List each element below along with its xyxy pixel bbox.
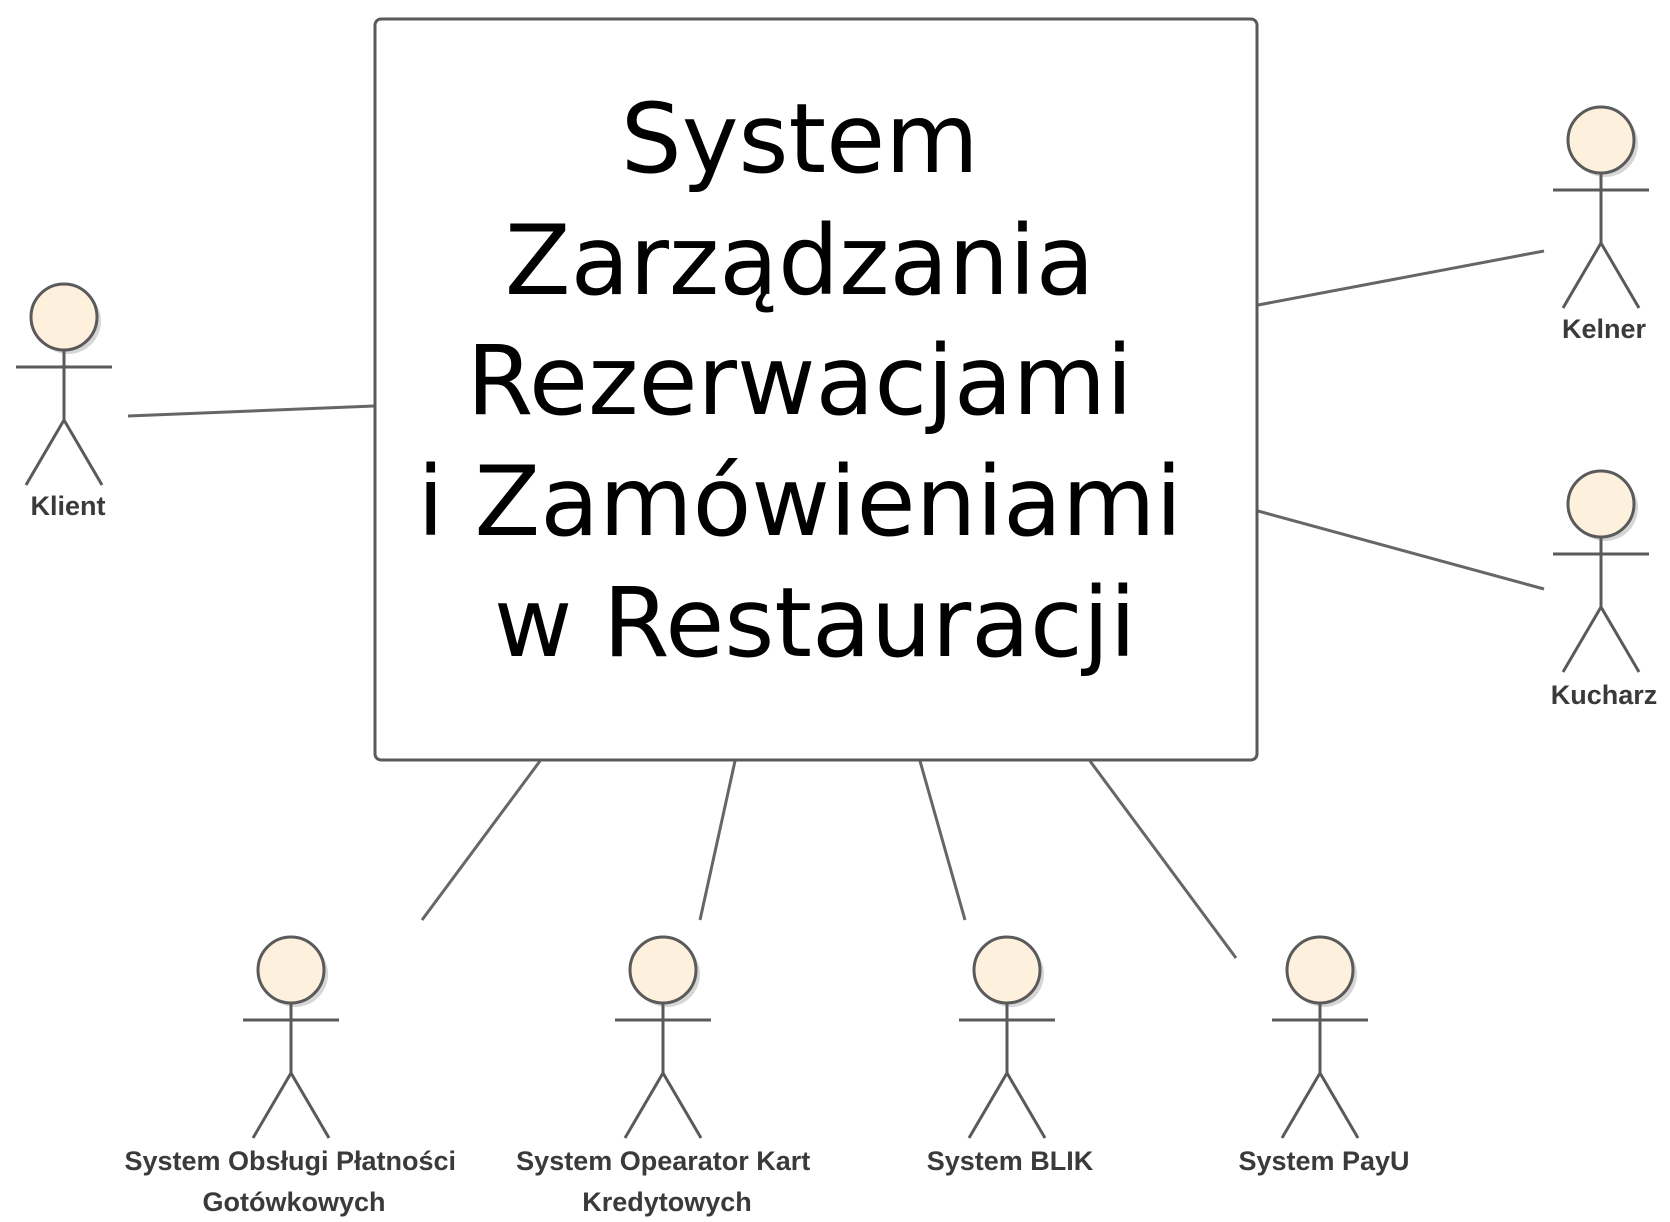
association-kelner: [1257, 249, 1545, 307]
actor-system-payu: System PayU: [1238, 935, 1410, 1176]
actor-icon: [1551, 469, 1651, 674]
system-title: System Zarządzania Rezerwacjami i Zamówi…: [417, 83, 1212, 679]
system-title-line-1: System: [621, 83, 979, 195]
system-title-line-4: i Zamówieniami: [417, 446, 1182, 558]
actor-kucharz: Kucharz: [1551, 469, 1658, 710]
actor-label: System PayU: [1238, 1146, 1409, 1176]
actor-icon: [957, 935, 1057, 1140]
association-system-gotowka: [420, 760, 542, 921]
actor-label: Klient: [30, 491, 105, 521]
actor-icon: [1270, 935, 1370, 1140]
actor-label: System BLIK: [927, 1146, 1094, 1176]
actor-system-gotowka: System Obsługi Płatności Gotówkowych: [124, 935, 463, 1217]
associations: [127, 249, 1545, 959]
actor-icon: [1551, 105, 1651, 310]
association-system-blik: [918, 760, 967, 921]
actor-icon: [613, 935, 713, 1140]
system-title-line-2: Zarządzania: [505, 205, 1095, 317]
association-system-payu: [1088, 760, 1238, 959]
actor-label: System Obsługi Płatności Gotówkowych: [124, 1146, 463, 1217]
system-box: [373, 17, 1259, 762]
actor-icon: [14, 282, 114, 487]
association-klient: [127, 404, 375, 418]
actor-icon: [241, 935, 341, 1140]
actor-system-karty: System Opearator Kart Kredytowych: [516, 935, 818, 1217]
actor-label: Kucharz: [1551, 680, 1658, 710]
system-boundary: System Zarządzania Rezerwacjami i Zamówi…: [373, 17, 1259, 762]
system-title-line-3: Rezerwacjami: [467, 325, 1133, 437]
actor-label: Kelner: [1562, 314, 1647, 344]
actor-kelner: Kelner: [1551, 105, 1651, 344]
actor-system-blik: System BLIK: [927, 935, 1094, 1176]
association-kucharz: [1257, 509, 1545, 591]
system-title-line-5: w Restauracji: [494, 567, 1136, 679]
association-system-karty: [698, 760, 737, 921]
actor-label: System Opearator Kart Kredytowych: [516, 1146, 818, 1217]
actor-klient: Klient: [14, 282, 114, 521]
